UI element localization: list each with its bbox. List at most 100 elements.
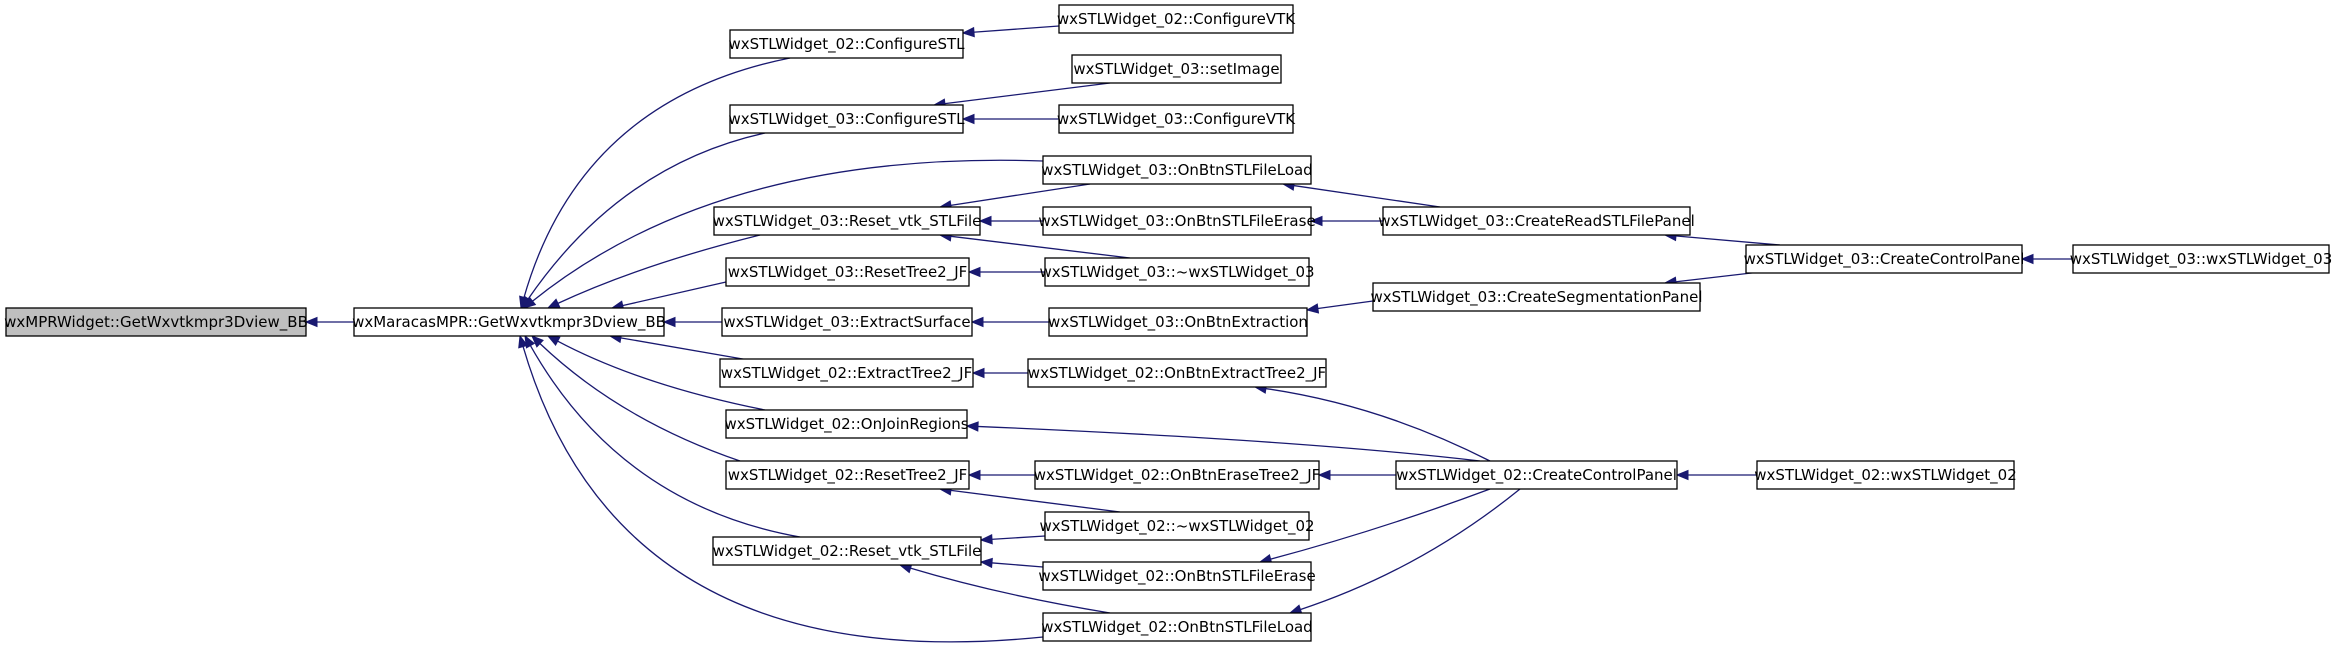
node-load03[interactable]: wxSTLWidget_03::OnBtnSTLFileLoad <box>1041 155 1313 185</box>
node-ccp03[interactable]: wxSTLWidget_03::CreateControlPanel <box>1744 244 2025 274</box>
node-label: wxMaracasMPR::GetWxvtkmpr3Dview_BB <box>352 313 666 332</box>
node-gwx[interactable]: wxMaracasMPR::GetWxvtkmpr3Dview_BB <box>352 307 666 337</box>
arrowhead-icon <box>978 215 992 227</box>
edge-line <box>556 340 766 411</box>
arrowhead-icon <box>518 334 529 349</box>
node-ctor03[interactable]: wxSTLWidget_03::wxSTLWidget_03 <box>2070 244 2333 274</box>
node-rtree02[interactable]: wxSTLWidget_02::ResetTree2_JF <box>725 460 970 490</box>
node-box[interactable] <box>1058 104 1294 134</box>
node-oetree02[interactable]: wxSTLWidget_02::OnBtnExtractTree2_JF <box>1027 358 1327 388</box>
node-box[interactable] <box>1048 307 1308 337</box>
edge-line <box>990 562 1044 568</box>
edge-dtor03-to-rtree03 <box>967 266 1045 278</box>
node-dtor03[interactable]: wxSTLWidget_03::~wxSTLWidget_03 <box>1039 257 1315 287</box>
edge-ctor02-to-ccp02 <box>1675 469 1757 481</box>
node-box[interactable] <box>353 307 665 337</box>
node-erase03[interactable]: wxSTLWidget_03::OnBtnSTLFileErase <box>1038 206 1316 236</box>
node-box[interactable] <box>729 104 964 134</box>
edge-line <box>943 82 1111 105</box>
node-etree02[interactable]: wxSTLWidget_02::ExtractTree2_JF <box>719 358 974 388</box>
node-root[interactable]: wxMPRWidget::GetWxvtkmpr3Dview_BB <box>4 307 308 337</box>
node-box[interactable] <box>1044 511 1310 541</box>
edge-line <box>1264 387 1491 462</box>
node-setimg03[interactable]: wxSTLWidget_03::setImage <box>1071 54 1282 84</box>
node-rtree03[interactable]: wxSTLWidget_03::ResetTree2_JF <box>725 257 970 287</box>
node-label: wxSTLWidget_03::CreateControlPanel <box>1744 250 2025 269</box>
node-join02[interactable]: wxSTLWidget_02::OnJoinRegions <box>724 409 969 439</box>
edge-line <box>621 281 727 307</box>
node-label: wxSTLWidget_02::OnBtnEraseTree2_JF <box>1034 466 1321 485</box>
node-box[interactable] <box>1058 4 1294 34</box>
node-box[interactable] <box>712 536 982 566</box>
node-box[interactable] <box>1042 155 1312 185</box>
node-oerase_tree02[interactable]: wxSTLWidget_02::OnBtnEraseTree2_JF <box>1034 460 1321 490</box>
edge-dtor02-to-rvtk02 <box>979 534 1046 545</box>
node-box[interactable] <box>1756 460 2015 490</box>
node-box[interactable] <box>719 358 974 388</box>
node-label: wxSTLWidget_03::OnBtnSTLFileLoad <box>1041 161 1312 180</box>
node-label: wxSTLWidget_02::ExtractTree2_JF <box>721 364 972 383</box>
node-cseg03[interactable]: wxSTLWidget_03::CreateSegmentationPanel <box>1370 282 1703 312</box>
node-box[interactable] <box>1745 244 2023 274</box>
node-box[interactable] <box>725 460 970 490</box>
edge-line <box>531 159 1044 303</box>
node-cstl02[interactable]: wxSTLWidget_02::ConfigureSTL <box>728 29 965 59</box>
node-ctor02[interactable]: wxSTLWidget_02::wxSTLWidget_02 <box>1754 460 2017 490</box>
edge-etree02-to-gwx <box>608 332 761 363</box>
arrowhead-icon <box>531 335 544 348</box>
arrowhead-icon <box>971 367 985 379</box>
node-rvtk03[interactable]: wxSTLWidget_03::Reset_vtk_STLFile <box>713 206 982 236</box>
node-load02[interactable]: wxSTLWidget_02::OnBtnSTLFileLoad <box>1041 612 1313 642</box>
node-label: wxSTLWidget_02::OnJoinRegions <box>724 415 968 434</box>
node-crpanel03[interactable]: wxSTLWidget_03::CreateReadSTLFilePanel <box>1378 206 1695 236</box>
edge-dtor03-to-rvtk03 <box>938 231 1131 259</box>
node-cvtk03[interactable]: wxSTLWidget_03::ConfigureVTK <box>1057 104 1296 134</box>
node-box[interactable] <box>1382 206 1691 236</box>
arrowhead-icon <box>970 316 984 328</box>
node-box[interactable] <box>1044 257 1310 287</box>
edge-line <box>523 57 791 299</box>
node-box[interactable] <box>5 307 307 337</box>
node-box[interactable] <box>2072 244 2330 274</box>
arrowhead-icon <box>967 469 981 481</box>
node-label: wxSTLWidget_02::ConfigureVTK <box>1057 10 1296 29</box>
node-label: wxSTLWidget_03::ConfigureVTK <box>1057 110 1296 129</box>
node-box[interactable] <box>713 206 981 236</box>
node-label: wxSTLWidget_03::Reset_vtk_STLFile <box>713 212 982 231</box>
node-box[interactable] <box>1042 206 1312 236</box>
node-box[interactable] <box>1042 612 1312 642</box>
edge-cseg03-to-extr03 <box>1305 300 1374 314</box>
edge-oetree02-to-etree02 <box>971 367 1028 379</box>
node-box[interactable] <box>1071 54 1282 84</box>
arrowhead-icon <box>1309 215 1323 227</box>
node-rvtk02[interactable]: wxSTLWidget_02::Reset_vtk_STLFile <box>712 536 982 566</box>
node-extr03[interactable]: wxSTLWidget_03::OnBtnExtraction <box>1048 307 1308 337</box>
edge-line <box>990 535 1046 541</box>
node-esurf03[interactable]: wxSTLWidget_03::ExtractSurface <box>721 307 973 337</box>
node-label: wxSTLWidget_02::Reset_vtk_STLFile <box>713 542 982 561</box>
edge-line <box>909 567 1111 614</box>
node-box[interactable] <box>721 307 973 337</box>
edge-erase03-to-rvtk03 <box>978 215 1043 227</box>
node-box[interactable] <box>1034 460 1320 490</box>
node-box[interactable] <box>725 409 968 439</box>
edge-line <box>949 183 1091 207</box>
edge-line <box>949 235 1131 259</box>
node-box[interactable] <box>1027 358 1327 388</box>
edge-line <box>619 337 761 363</box>
node-cvtk02[interactable]: wxSTLWidget_02::ConfigureVTK <box>1057 4 1296 34</box>
edge-line <box>972 25 1060 33</box>
arrowhead-icon <box>546 335 561 347</box>
edge-dtor02-to-rtree02 <box>938 485 1121 513</box>
node-erase02[interactable]: wxSTLWidget_02::OnBtnSTLFileErase <box>1038 561 1316 591</box>
node-cstl03[interactable]: wxSTLWidget_03::ConfigureSTL <box>728 104 965 134</box>
node-label: wxSTLWidget_02::wxSTLWidget_02 <box>1754 466 2017 485</box>
node-box[interactable] <box>1042 561 1312 591</box>
node-label: wxSTLWidget_03::wxSTLWidget_03 <box>2070 250 2333 269</box>
node-box[interactable] <box>1372 282 1701 312</box>
node-box[interactable] <box>1395 460 1678 490</box>
node-box[interactable] <box>725 257 970 287</box>
node-ccp02[interactable]: wxSTLWidget_02::CreateControlPanel <box>1395 460 1678 490</box>
node-dtor02[interactable]: wxSTLWidget_02::~wxSTLWidget_02 <box>1039 511 1315 541</box>
node-box[interactable] <box>729 29 964 59</box>
